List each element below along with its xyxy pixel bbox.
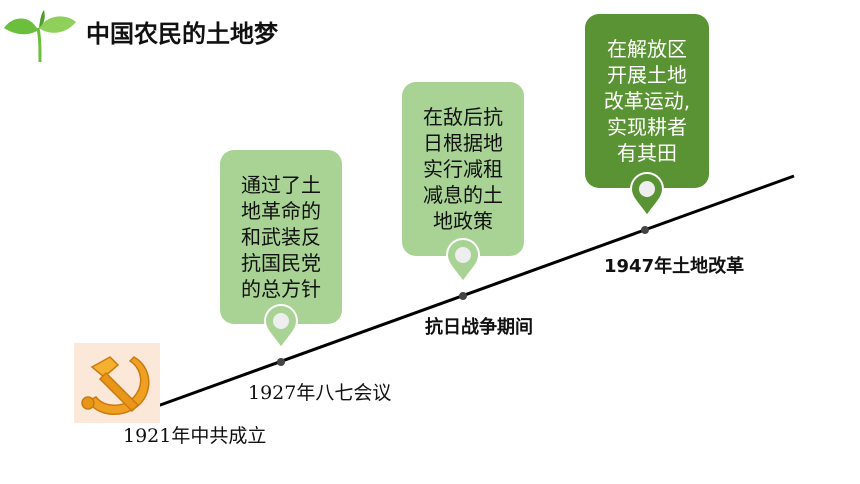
timeline-line [151,174,795,410]
timeline-label-war: 抗日战争期间 [425,317,533,338]
page-title: 中国农民的土地梦 [86,20,278,48]
event-card-1947: 在解放区 开展土地 改革运动, 实现耕者 有其田 [585,14,709,188]
event-card-text-1927: 通过了土 地革命的 和武装反 抗国民党 的总方针 [241,173,321,301]
timeline-label-1947: 1947年土地改革 [604,256,745,277]
event-card-text-war: 在敌后抗 日根据地 实行减租 减息的土 地政策 [423,105,503,233]
event-card-text-1947: 在解放区 开展土地 改革运动, 实现耕者 有其田 [603,37,691,165]
sprout-icon [4,10,76,63]
map-pin-icon [629,172,665,218]
timeline-dot-1947 [641,226,649,234]
map-pin-icon [445,238,481,284]
map-pin-icon [263,304,299,350]
timeline-dot-1927 [277,358,285,366]
timeline-label-1927: 1927年八七会议 [248,382,392,404]
event-card-1927: 通过了土 地革命的 和武装反 抗国民党 的总方针 [220,150,342,324]
event-card-war: 在敌后抗 日根据地 实行减租 减息的土 地政策 [402,82,524,256]
timeline-dot-war [459,292,467,300]
hammer-sickle-icon [74,343,160,423]
timeline-label-1921: 1921年中共成立 [123,425,267,447]
